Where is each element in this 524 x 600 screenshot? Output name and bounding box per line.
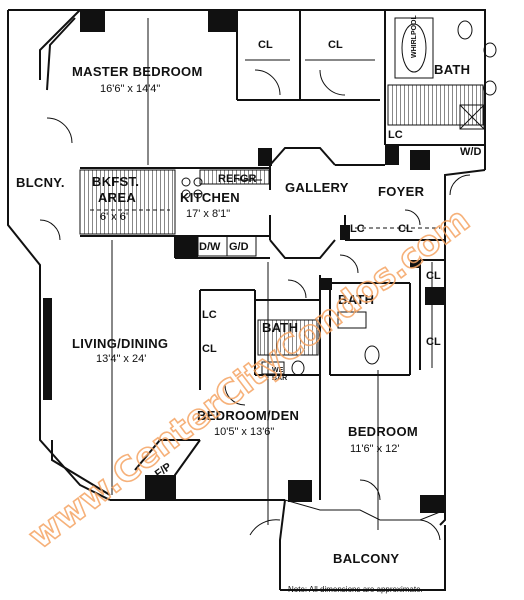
fixture-labels: CL CL LC LC CL CL CL LC CL REFGR D/W G/D… (153, 15, 482, 481)
closet-label-right-1: CL (426, 270, 441, 282)
bkfst-label-2: AREA (98, 190, 136, 205)
wet-bar-label-2: BAR (272, 375, 287, 382)
watermark: www.CenterCityCondos.com (21, 200, 477, 557)
gallery-label: GALLERY (285, 180, 349, 195)
closet-label-1: CL (258, 39, 273, 51)
kitchen-label: KITCHEN (180, 190, 240, 205)
closet-label-foyer: CL (398, 223, 413, 235)
foyer-label: FOYER (378, 184, 425, 199)
disposal-label: G/D (229, 241, 249, 253)
bkfst-dim: 6' x 6' (100, 211, 128, 223)
bedroom-den-dim: 10'5" x 13'6" (214, 426, 274, 438)
balcony-bottom-label: BALCONY (333, 551, 399, 566)
master-bedroom-label: MASTER BEDROOM (72, 64, 203, 79)
washer-dryer-label: W/D (460, 146, 481, 158)
bath-bedroom-label: BATH (338, 292, 374, 307)
structural-columns (43, 10, 445, 513)
linen-closet-label-3: LC (202, 309, 217, 321)
counters (79, 84, 484, 356)
bath-master-label: BATH (434, 62, 470, 77)
fixtures (90, 17, 497, 376)
wet-bar-label-1: WE (272, 367, 284, 374)
balcony-left-label: BLCNY. (16, 175, 65, 190)
closet-label-den: CL (202, 343, 217, 355)
bedroom-label: BEDROOM (348, 424, 418, 439)
linen-closet-label-1: LC (388, 129, 403, 141)
bath-den-label: BATH (262, 320, 298, 335)
living-dining-dim: 13'4" x 24' (96, 353, 146, 365)
linen-closet-label-2: LC (350, 223, 365, 235)
dishwasher-label: D/W (199, 241, 221, 253)
living-dining-label: LIVING/DINING (72, 336, 168, 351)
closet-label-2: CL (328, 39, 343, 51)
bedroom-den-label: BEDROOM/DEN (197, 408, 299, 423)
door-swings (39, 69, 471, 541)
room-labels: MASTER BEDROOM 16'6" x 14'4" BLCNY. BKFS… (16, 62, 470, 566)
interior-walls (80, 10, 485, 521)
dimension-lines (111, 18, 379, 530)
whirlpool-label: WHIRLPOOL (411, 15, 418, 58)
dimensions-note: Note: All dimensions are approximate. (288, 585, 423, 594)
bedroom-dim: 11'6" x 12' (350, 443, 400, 455)
bkfst-label-1: BKFST. (92, 174, 139, 189)
closet-label-right-2: CL (426, 336, 441, 348)
outer-walls (7, 9, 486, 591)
refrigerator-label: REFGR (218, 173, 257, 185)
master-bedroom-dim: 16'6" x 14'4" (100, 83, 160, 95)
kitchen-dim: 17' x 8'1" (186, 208, 230, 220)
